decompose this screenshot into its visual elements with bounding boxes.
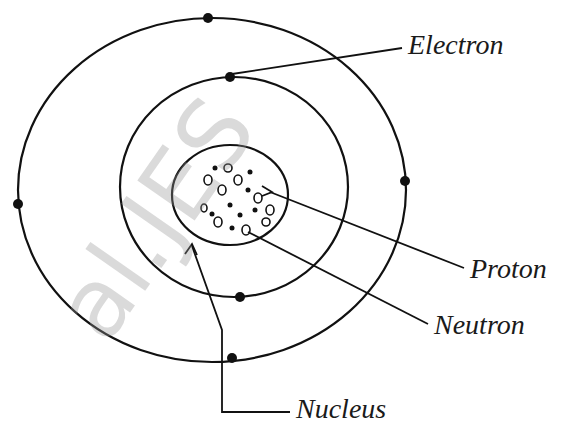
leader-lines <box>185 48 464 412</box>
electrons <box>13 13 410 363</box>
part-label: Nucleus <box>296 392 386 426</box>
part-label: Proton <box>470 252 547 286</box>
proton-leader <box>270 192 464 268</box>
part-label: Neutron <box>434 308 525 342</box>
part-label: Electron <box>408 28 503 62</box>
watermark: al.JES <box>40 82 271 355</box>
electron-leader <box>232 48 402 74</box>
nucleus-leader <box>192 246 290 412</box>
neutron-leader <box>248 232 428 324</box>
outer-orbit <box>18 18 406 362</box>
proton-arrowhead <box>262 186 272 196</box>
